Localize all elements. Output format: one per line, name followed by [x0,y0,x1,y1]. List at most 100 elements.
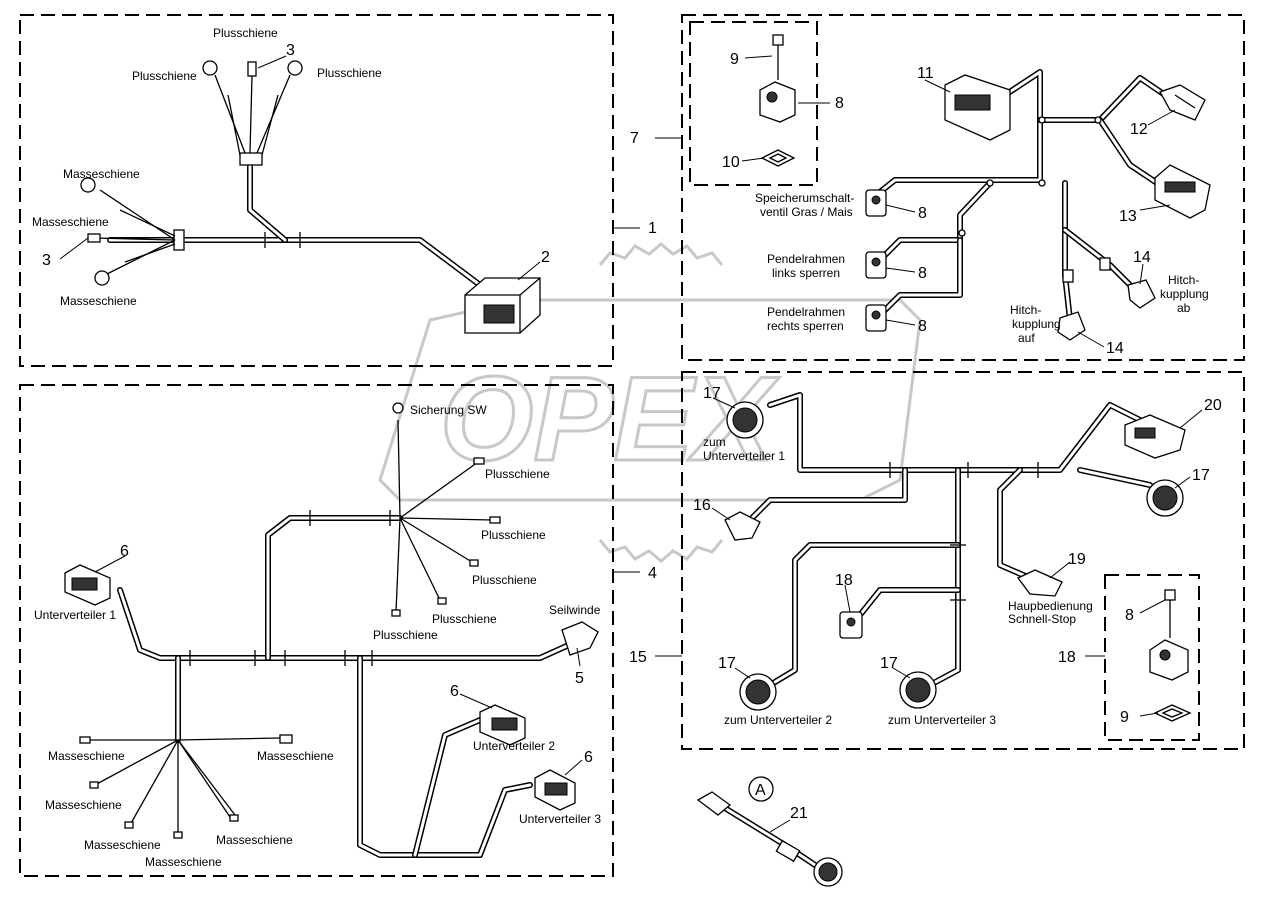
callout-17: 17 [703,385,721,402]
round-plug-17-uv1 [726,401,764,439]
connector-16 [724,511,761,541]
callout-8: 8 [918,318,927,335]
callout-11: 11 [917,65,934,82]
callout-12: 12 [1130,121,1148,138]
adapter-cable-21 [696,776,843,887]
callout-8: 8 [918,205,927,222]
hitch-connector-14-auf [1057,311,1086,341]
pin-terminal [247,61,257,77]
label-pendel-links: links sperren [772,266,840,280]
callout-7: 7 [630,130,639,147]
label-masseschiene: Masseschiene [145,855,222,869]
callout-17: 17 [718,655,736,672]
bolt-8 [1164,589,1176,638]
label-hitch-ab: Hitch- [1168,273,1199,287]
valve-connector-8-speicher [865,189,887,217]
label-plusschiene: Plusschiene [472,573,537,587]
label-unterverteiler-1: Unterverteiler 1 [34,608,116,622]
label-zum-uv2: zum Unterverteiler 2 [724,713,832,727]
ring-terminal [202,60,218,76]
label-hauptbedienung: Schnell-Stop [1008,612,1076,626]
frame-group-7-outer [681,14,1245,361]
label-hitch-ab: kupplung [1160,287,1209,301]
callout-6: 6 [120,543,129,560]
ring-terminal [94,270,110,286]
label-masseschiene: Masseschiene [48,749,125,763]
label-plusschiene: Plusschiene [213,26,278,40]
label-hitch-auf: kupplung [1012,317,1061,331]
callout-3: 3 [286,42,295,59]
callout-A: A [755,782,766,799]
connector-6-uv2 [479,704,526,746]
label-plusschiene: Plusschiene [373,628,438,642]
label-seilwinde: Seilwinde [549,603,601,617]
callout-20: 20 [1204,397,1222,414]
callout-1: 1 [648,220,657,237]
callout-18: 18 [1058,649,1076,666]
label-masseschiene: Masseschiene [32,215,109,229]
label-unterverteiler-3: Unterverteiler 3 [519,812,601,826]
label-masseschiene: Masseschiene [84,838,161,852]
callout-8: 8 [1125,607,1134,624]
frame-group-18-inner [1104,574,1200,741]
callout-10: 10 [722,154,740,171]
callout-4: 4 [648,565,657,582]
label-unterverteiler-2: Unterverteiler 2 [473,739,555,753]
label-plusschiene: Plusschiene [432,612,497,626]
callout-16: 16 [693,497,711,514]
label-plusschiene: Plusschiene [481,528,546,542]
view-marker-A [748,776,774,802]
callout-8: 8 [835,95,844,112]
seal-10 [760,149,796,167]
valve-connector-8-pendel-rechts [865,304,887,332]
label-zum-uv1: zum [703,435,726,449]
label-pendel-rechts: Pendelrahmen [767,305,845,319]
frame-group-4 [19,384,614,877]
cable-sleeve [239,152,263,166]
connector-13 [1154,164,1211,219]
label-hauptbedienung: Haupbedienung [1008,599,1093,613]
callout-13: 13 [1119,208,1137,225]
connector-12 [1159,84,1206,121]
callout-2: 2 [541,249,550,266]
connector-5-seilwinde [561,621,599,656]
valve-connector-8-pendel-links [865,251,887,279]
callout-5: 5 [575,670,584,687]
frame-leaders [613,137,1105,657]
opex-watermark: OPEX [378,242,922,563]
label-hitch-ab: ab [1177,301,1191,315]
label-hitch-auf: auf [1018,331,1035,345]
callout-6: 6 [584,749,593,766]
harness-group-1 [80,60,541,334]
connector-6-uv3 [534,769,576,811]
label-masseschiene: Masseschiene [63,167,140,181]
seal-9 [1153,704,1192,722]
callout-19: 19 [1068,551,1086,568]
watermark-text: OPEX [440,352,780,486]
label-masseschiene: Masseschiene [257,749,334,763]
label-pendel-links: Pendelrahmen [767,252,845,266]
round-plug-17-right [1146,479,1184,517]
bolt-9 [772,34,784,80]
pin-terminal [87,233,101,243]
label-plusschiene: Plusschiene [485,467,550,481]
connector-19 [1017,569,1063,597]
connector-2 [464,277,541,334]
valve-connector-18 [839,611,863,639]
label-speicher: ventil Gras / Mais [760,205,853,219]
label-zum-uv3: zum Unterverteiler 3 [888,713,996,727]
round-plug-17-uv3 [899,671,937,709]
label-pendel-rechts: rechts sperren [767,319,844,333]
harness-group-4 [64,402,599,858]
frame-group-1 [19,14,614,367]
callout-3: 3 [42,252,51,269]
connector-6-uv1 [64,564,111,606]
callout-14: 14 [1106,340,1124,357]
round-plug-17-uv2 [739,673,777,711]
label-hitch-auf: Hitch- [1010,303,1041,317]
callout-15: 15 [629,649,647,666]
callout-6: 6 [450,683,459,700]
valve-8 [759,81,796,123]
harness-group-15 [724,392,1192,722]
